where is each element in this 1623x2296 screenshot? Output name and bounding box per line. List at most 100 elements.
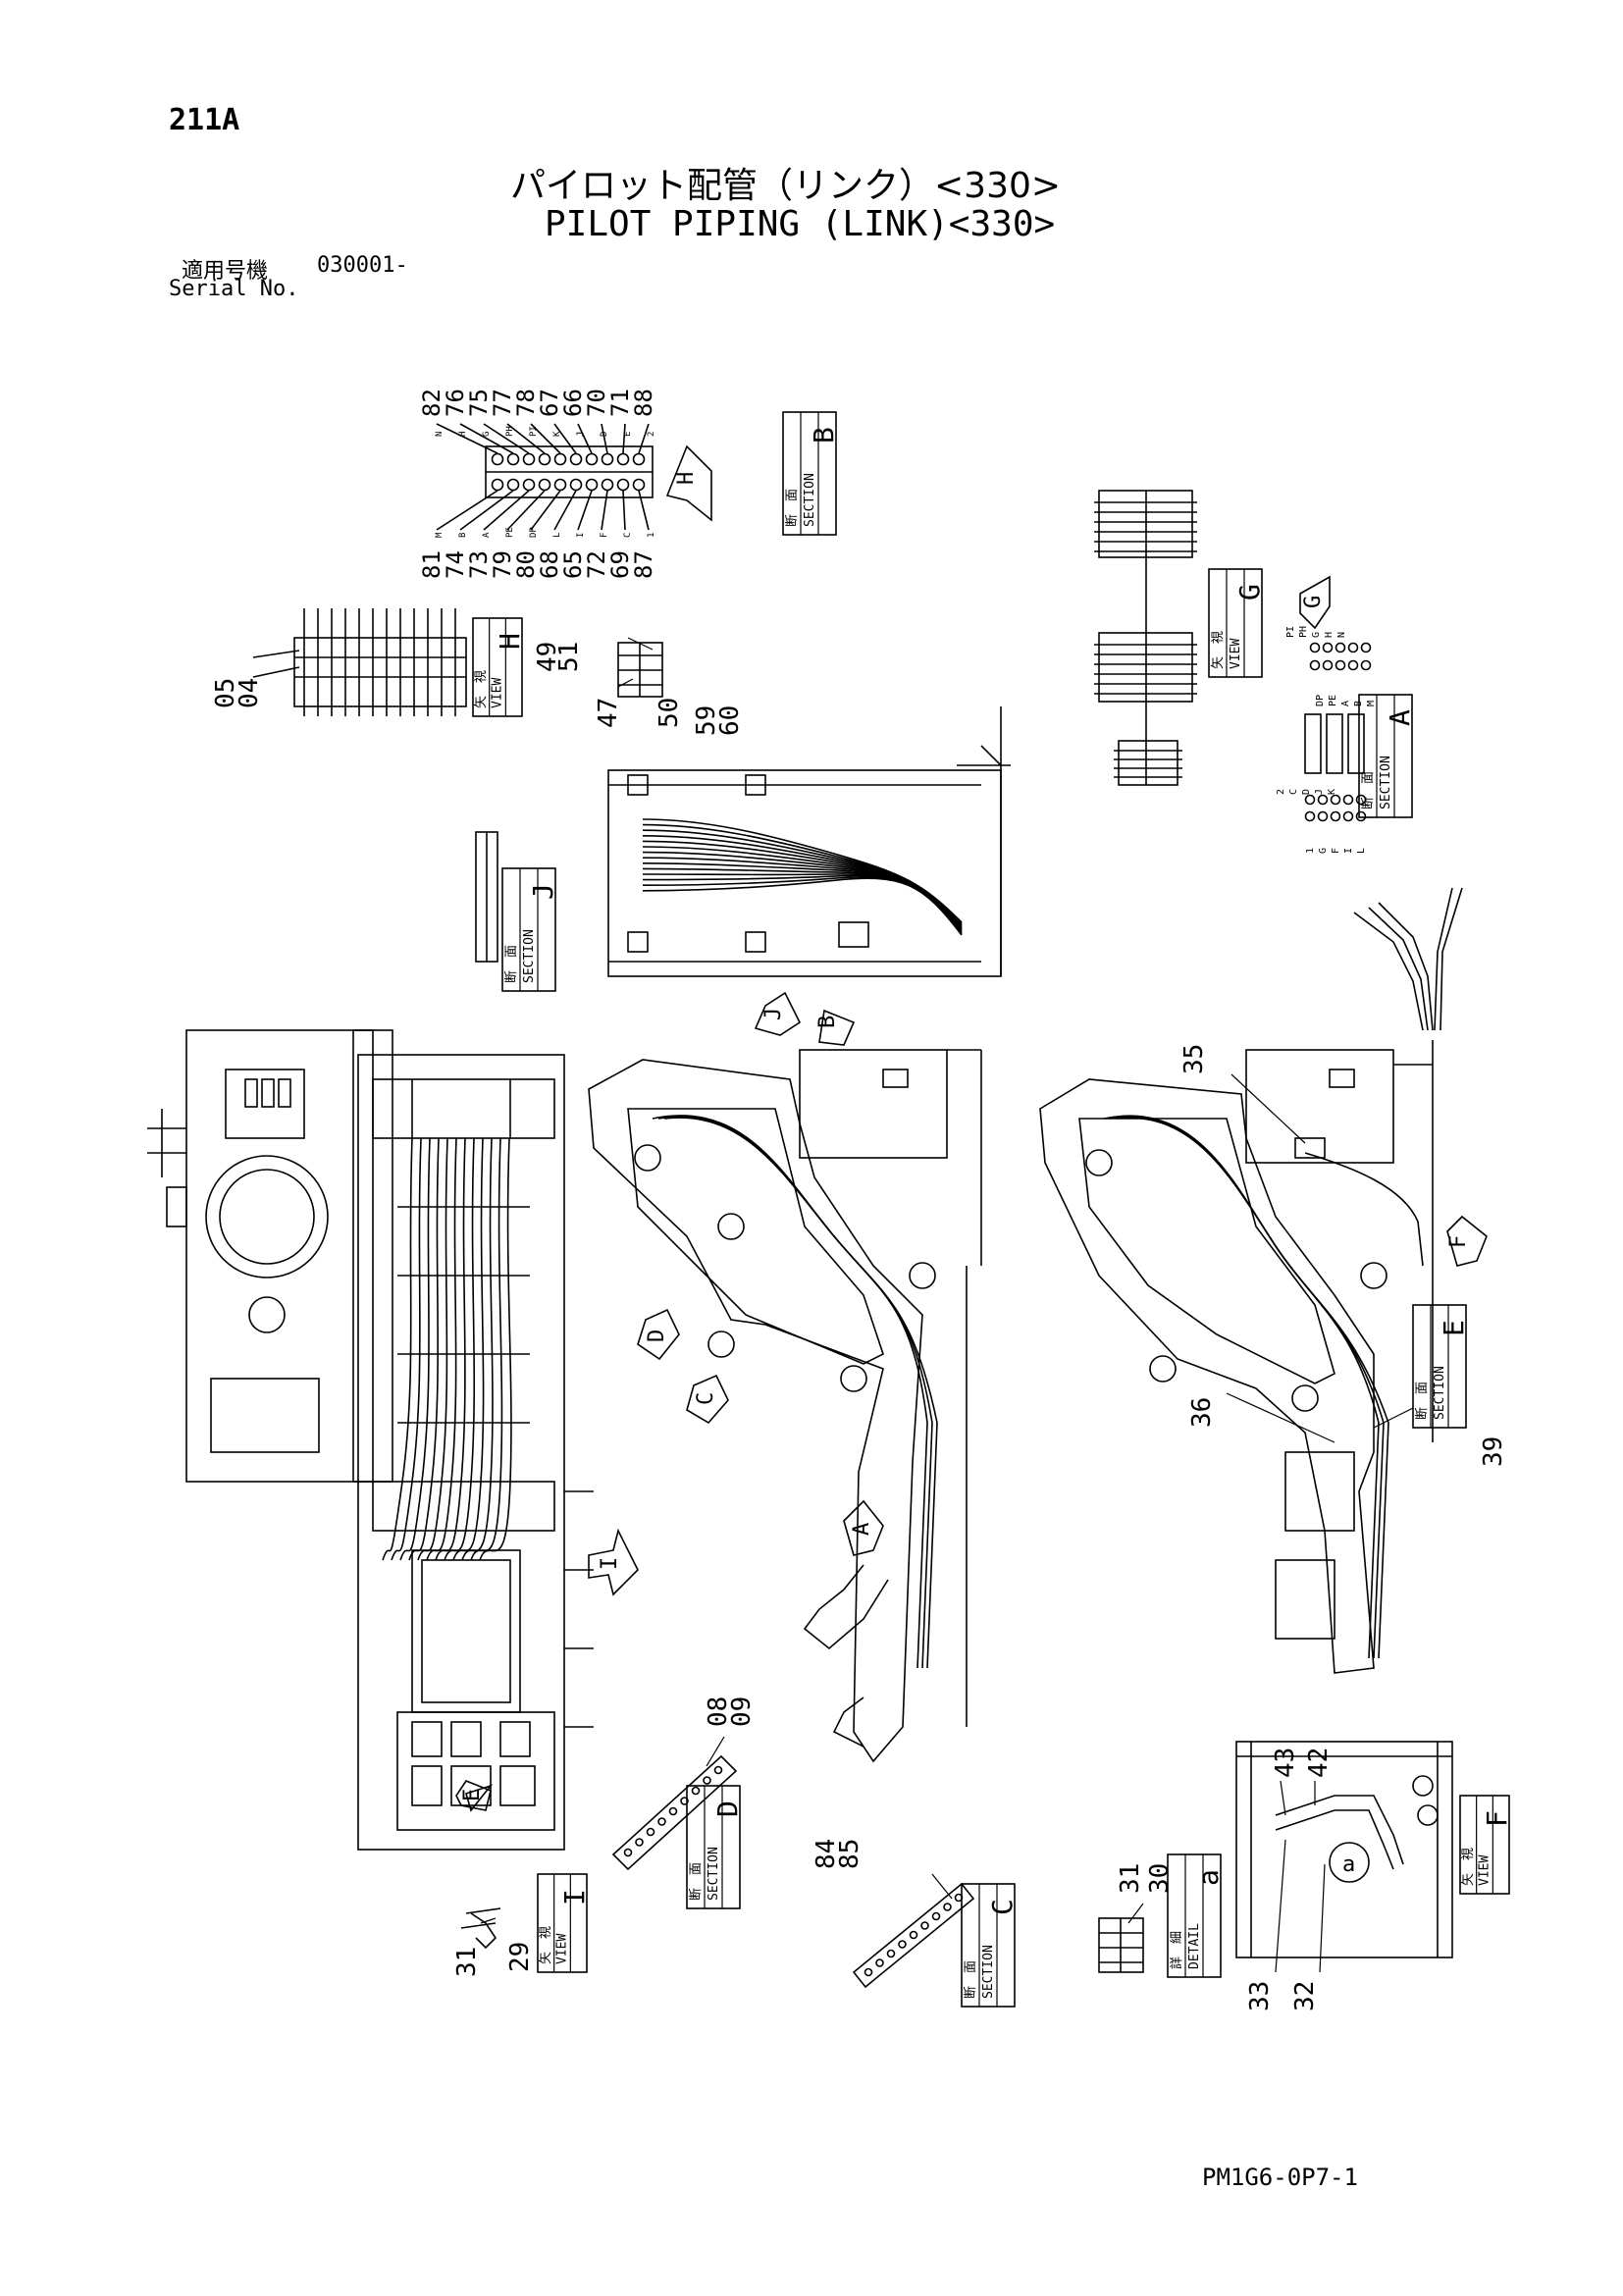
mid-hose-0	[652, 1115, 928, 1669]
secd-dot-7	[703, 1776, 711, 1785]
letter-secb-top-6: J	[576, 432, 586, 437]
section-e-label-jp: 断 面	[1415, 1382, 1430, 1420]
arrow-letter-a: A	[850, 1523, 874, 1536]
view-h-label-en: VIEW	[491, 678, 505, 708]
seca-pin-low-1	[1317, 794, 1329, 806]
pin-bottom-4	[553, 478, 567, 492]
letter-seca-left-4: K	[1327, 789, 1337, 795]
pin-bottom-9	[632, 478, 646, 492]
arrow-letter-b: B	[815, 1016, 840, 1028]
seca-pin-mid-0	[1309, 659, 1321, 671]
leader-top-8	[622, 423, 626, 454]
section-c-label-letter: C	[986, 1899, 1019, 1915]
letter-seca-left-2: D	[1301, 789, 1312, 795]
detail-a-fitting	[1098, 1917, 1144, 1973]
callout-secb-bottom-9: 87	[630, 550, 657, 579]
plan-hose-2	[399, 1137, 431, 1561]
leader-top-2	[483, 423, 530, 454]
seca-pin-low-3	[1342, 794, 1354, 806]
seca-pin-bot-4	[1355, 810, 1367, 822]
arrow-letter-j: J	[761, 1008, 786, 1020]
callout-c30: 30	[1145, 1863, 1175, 1894]
view-i-label-letter: I	[558, 1889, 591, 1905]
letter-secb-top-5: K	[552, 431, 562, 437]
section-d-label-letter: D	[711, 1800, 744, 1817]
callout-c59: 59	[692, 705, 721, 736]
seca-pin-top-1	[1322, 642, 1334, 653]
secd-dot-2	[646, 1827, 655, 1837]
callout-c32: 32	[1290, 1981, 1320, 2011]
arrow-letter-e: E	[460, 1789, 485, 1801]
pin-top-9	[632, 452, 646, 466]
callout-secb-bottom-4: 80	[512, 550, 540, 579]
callout-secb-top-4: 78	[512, 389, 540, 417]
section-d-bar	[611, 1754, 738, 1871]
pin-bottom-3	[538, 478, 551, 492]
letter-secb-bottom-2: A	[482, 532, 492, 538]
letter-seca-mid-2: A	[1340, 701, 1351, 706]
letter-secb-top-0: N	[435, 432, 445, 437]
letter-seca-mid-0: DP	[1315, 695, 1326, 706]
callout-c42: 42	[1304, 1748, 1334, 1778]
seca-block-1	[1326, 713, 1343, 774]
pin-bottom-2	[522, 478, 536, 492]
seca-pin-bot-3	[1342, 810, 1354, 822]
letter-secb-top-1: H	[458, 432, 468, 437]
letter-secb-top-2: G	[482, 432, 492, 437]
pin-top-8	[616, 452, 630, 466]
letter-seca-bottom-2: F	[1331, 848, 1341, 854]
letter-seca-bottom-3: I	[1343, 848, 1354, 854]
pin-bottom-7	[601, 478, 614, 492]
secc-dot-0	[864, 1967, 873, 1977]
section-c-arrow	[686, 1374, 729, 1425]
arrow-letter-f: F	[1446, 1235, 1471, 1248]
letter-secb-top-4: PI	[529, 426, 539, 437]
section-a-label-letter: A	[1384, 709, 1416, 726]
seca-pin-mid-3	[1347, 659, 1359, 671]
leader-top-1	[459, 423, 514, 454]
letter-secb-bottom-5: L	[552, 533, 562, 538]
section-b-connector	[436, 423, 712, 531]
section-c-label-jp: 断 面	[964, 1960, 978, 1999]
view-h-arrow	[665, 444, 712, 522]
callout-c29: 29	[505, 1942, 535, 1972]
detail-a-label-en: DETAIL	[1187, 1923, 1202, 1969]
callout-c09: 09	[727, 1696, 757, 1727]
leader-top-5	[553, 423, 577, 454]
detail-a-label-jp: 詳 細	[1169, 1931, 1184, 1969]
leader-top-3	[506, 423, 546, 454]
view-f-label-jp: 矢 視	[1461, 1848, 1476, 1886]
secd-dot-6	[691, 1786, 701, 1796]
section-j-label-jp: 断 面	[504, 945, 519, 983]
serial-label-japanese: 適用号機	[182, 259, 269, 284]
seca-pin-mid-2	[1335, 659, 1346, 671]
section-c-label-en: SECTION	[981, 1945, 996, 1999]
secc-dot-7	[943, 1903, 952, 1911]
callout-secb-top-9: 88	[630, 389, 657, 417]
callout-secb-top-2: 75	[465, 389, 493, 417]
plan-hose-9	[461, 1137, 494, 1561]
seca-pin-bot-0	[1304, 810, 1316, 822]
seca-pin-top-0	[1309, 642, 1321, 653]
section-j-label-letter: J	[527, 883, 559, 900]
plan-hose-6	[435, 1137, 466, 1561]
right-hose-upper	[1304, 1152, 1424, 1267]
serial-value: 030001-	[317, 253, 408, 278]
seca-pin-mid-4	[1360, 659, 1372, 671]
leader-bottom-3	[506, 490, 546, 531]
seca-pin-bot-2	[1330, 810, 1341, 822]
secc-dot-4	[909, 1930, 918, 1940]
leader-top-7	[601, 423, 608, 454]
view-g-connector	[1094, 490, 1331, 786]
callout-c04: 04	[235, 678, 264, 708]
callout-c84: 84	[812, 1839, 841, 1869]
leader-bottom-0	[436, 490, 498, 531]
view-g-label-en: VIEW	[1229, 639, 1243, 669]
view-j-arrow	[754, 991, 802, 1036]
